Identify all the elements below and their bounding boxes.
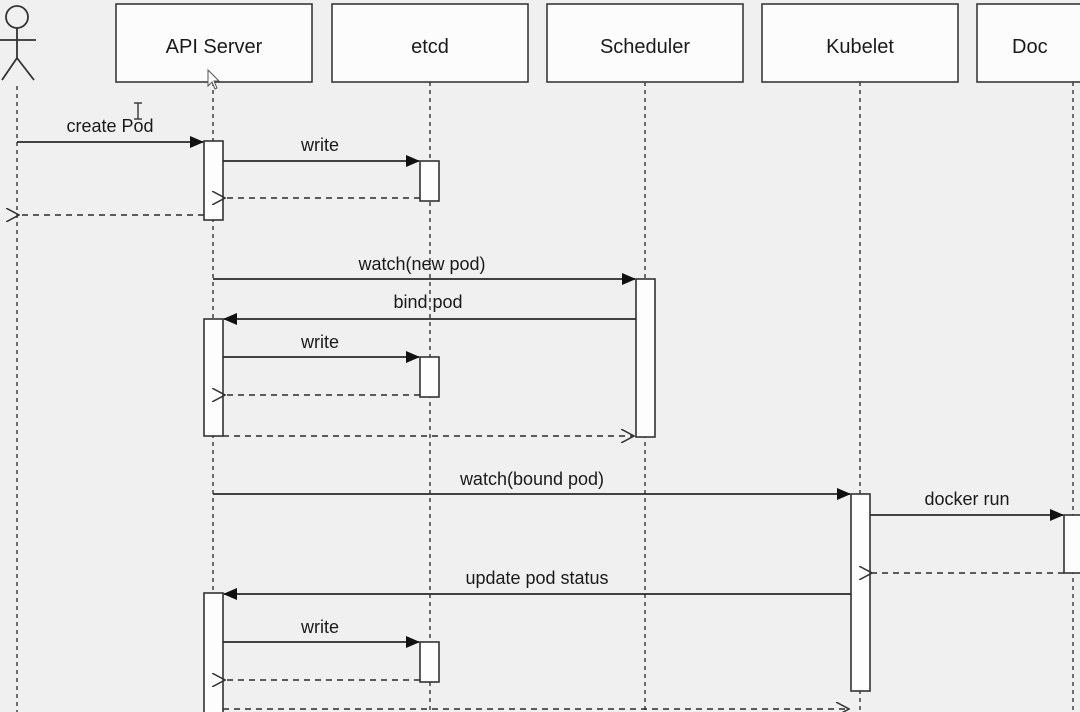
message-watch-bound-pod-label: watch(bound pod) [459, 469, 604, 489]
lifeline-scheduler-label: Scheduler [600, 36, 690, 58]
message-watch-bound-pod: watch(bound pod) [213, 469, 851, 500]
message-write-2: write [223, 332, 420, 363]
lifeline-api-label: API Server [166, 36, 263, 58]
message-watch-new-pod-label: watch(new pod) [357, 254, 485, 274]
message-bind-pod: bind pod [223, 292, 636, 325]
message-create-pod-label: create Pod [66, 116, 153, 136]
lifeline-api: API Server [115, 3, 313, 83]
message-write-3: write [223, 617, 420, 648]
message-bind-pod-label: bind pod [393, 292, 462, 312]
message-update-pod-status-label: update pod status [465, 568, 608, 588]
activation-api-1 [203, 140, 224, 221]
message-watch-new-pod: watch(new pod) [213, 254, 636, 285]
message-docker-run: docker run [870, 489, 1064, 521]
message-update-pod-status: update pod status [223, 568, 851, 600]
message-create-pod: create Pod [17, 116, 204, 148]
lifeline-etcd-label: etcd [411, 36, 449, 58]
message-write-3-label: write [300, 617, 339, 637]
lifeline-kubelet-label: Kubelet [826, 36, 894, 58]
message-write-1: write [223, 135, 420, 167]
message-write-1-label: write [300, 135, 339, 155]
activation-etcd-3 [419, 641, 440, 683]
message-write-2-label: write [300, 332, 339, 352]
activation-api-2 [203, 318, 224, 437]
activation-scheduler-1 [635, 278, 656, 438]
message-docker-run-label: docker run [924, 489, 1009, 509]
lifeline-kubelet: Kubelet [761, 3, 959, 83]
activation-docker-1 [1063, 514, 1080, 574]
lifeline-docker-label: Doc [1012, 36, 1048, 58]
lifeline-etcd: etcd [331, 3, 529, 83]
text-cursor-icon [134, 102, 142, 120]
actor-icon [0, 5, 36, 81]
activation-etcd-1 [419, 160, 440, 202]
activation-api-3 [203, 592, 224, 712]
activation-etcd-2 [419, 356, 440, 398]
lifeline-docker: Doc [976, 3, 1080, 83]
mouse-pointer-icon [207, 68, 221, 90]
activation-kubelet-1 [850, 493, 871, 692]
lifeline-scheduler: Scheduler [546, 3, 744, 83]
